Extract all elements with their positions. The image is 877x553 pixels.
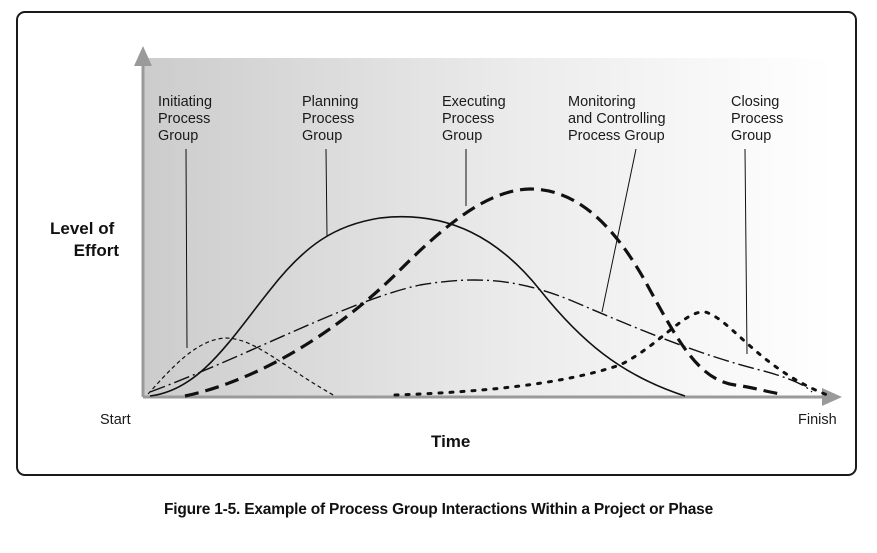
monitoring-label: Monitoring and Controlling Process Group xyxy=(568,94,670,144)
planning-leader xyxy=(325,148,328,237)
start-label: Start xyxy=(100,412,131,428)
initiating-leader xyxy=(185,148,188,349)
closing-leader xyxy=(744,148,748,355)
figure-caption: Figure 1-5. Example of Process Group Int… xyxy=(163,501,714,518)
y-axis-arrow xyxy=(134,46,152,66)
initiating-label: Initiating Process Group xyxy=(158,94,216,144)
x-axis-label: Time xyxy=(431,432,470,451)
closing-label: Closing Process Group xyxy=(731,94,787,144)
closing-curve xyxy=(393,310,832,398)
planning-label: Planning Process Group xyxy=(302,94,362,144)
process-group-diagram: Initiating Process Group Planning Proces… xyxy=(50,46,842,451)
plot-background xyxy=(143,58,833,397)
monitoring-leader xyxy=(601,148,637,313)
planning-curve xyxy=(149,216,686,397)
y-axis-label: Level of Effort xyxy=(50,219,119,260)
finish-label: Finish xyxy=(798,412,837,428)
monitoring-curve xyxy=(149,279,813,393)
x-axis-arrow xyxy=(822,388,842,406)
executing-curve xyxy=(184,187,781,398)
executing-label: Executing Process Group xyxy=(442,94,510,144)
